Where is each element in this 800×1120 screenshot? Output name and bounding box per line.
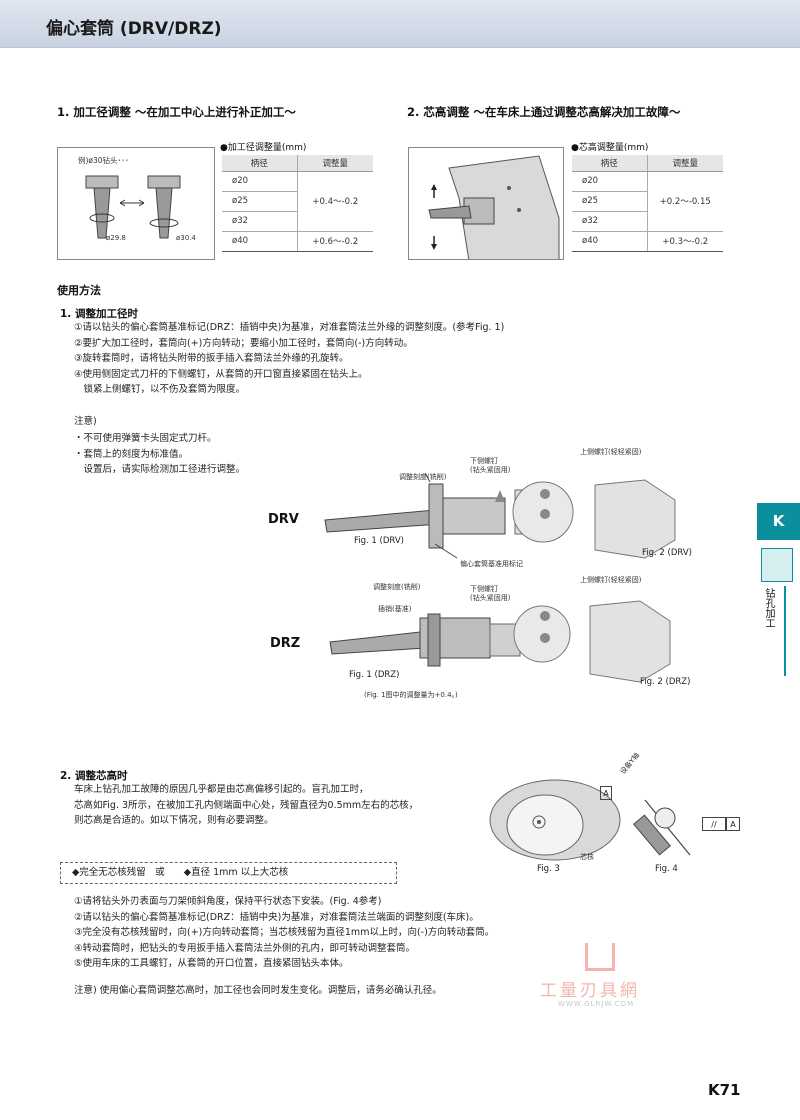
usage-step: ③旋转套筒时，请将钻头附带的扳手插入套筒法兰外缘的孔旋转。 [74, 353, 349, 364]
sec2-line: 芯高如Fig. 3所示，在被加工孔内侧端面中心处，残留直径为0.5mm左右的芯核… [74, 799, 419, 811]
usage-step: 锁紧上侧螺钉，以不伤及套筒为限度。 [74, 384, 246, 395]
page-number: K71 [708, 1081, 741, 1099]
notes: ・不可使用弹簧卡头固定式刀杆。 ・套筒上的刻度为标准值。 设置后，请实际检测加工… [74, 431, 374, 478]
diameter-adjust-table: 柄径 调整量 ø20 +0.4～-0.2 ø25 ø32 ø40 +0.6～-0… [222, 155, 373, 252]
drv-upper-screw: 上侧螺钉(轻轻紧固) [580, 448, 642, 456]
drz-pin-label: 插销(基准) [378, 605, 412, 613]
table2-header-adjust: 调整量 [647, 155, 723, 172]
condition-text: ◆完全无芯核残留 或 ◆直径 1mm 以上大芯核 [72, 867, 289, 878]
core-label: 芯核 [580, 853, 594, 861]
usage-title: 使用方法 [57, 284, 101, 297]
drv-label: DRV [268, 512, 299, 527]
drv-fig2: Fig. 2 (DRV) [642, 548, 692, 558]
drz-lower-screw-2: (钻头紧固用) [470, 594, 511, 602]
watermark-url: WWW.GLRJW.COM [558, 1000, 635, 1008]
table2-adjust: +0.3～-0.2 [647, 231, 723, 252]
example-label: 例)ø30钻头･･･ [78, 156, 129, 165]
table1-shank: ø40 [222, 231, 298, 252]
watermark-logo-icon [585, 943, 615, 971]
usage-sub1: 1. 调整加工径时 [60, 308, 138, 320]
table2-header-shank: 柄径 [572, 155, 648, 172]
drv-lower-screw-2: (钻头紧固用) [470, 466, 511, 474]
table1-shank: ø20 [222, 171, 298, 192]
sec2-step: ③完全没有芯核残留时，向(+)方向转动套筒；当芯核残留为直径1mm以上时，向(-… [74, 927, 495, 938]
drill-diagram [85, 175, 181, 239]
watermark-text: 工量刃具網 [540, 981, 640, 1001]
drv-fig1: Fig. 1 (DRV) [354, 536, 404, 546]
drv-scale-label: 调整刻度(铣削) [399, 473, 447, 481]
sec2-step: ②请以钻头的偏心套筒基准标记(DRZ：插销中央)为基准，对准套筒法兰端面的调整刻… [74, 911, 479, 923]
table2-shank: ø32 [572, 211, 648, 232]
sec2-steps: ①请将钻头外刃表面与刀架倾斜角度，保持平行状态下安装。(Fig. 4参考) ②请… [74, 894, 734, 972]
table2-shank: ø20 [572, 171, 648, 192]
usage-steps: ①请以钻头的偏心套筒基准标记(DRZ：插销中央)为基准，对准套筒法兰外缘的调整刻… [74, 320, 754, 398]
table1-adjust: +0.4～-0.2 [297, 171, 373, 232]
diameter-adjust-figure: 例)ø30钻头･･･ ø29.8 ø30.4 [57, 147, 215, 260]
drz-note: (Fig. 1图中的调整量为+0.4。) [364, 691, 458, 699]
drz-label: DRZ [270, 636, 301, 651]
note-item: ・不可使用弹簧卡头固定式刀杆。 [74, 433, 217, 444]
sec2-line: 车床上钻孔加工故障的原因几乎都是由芯高偏移引起的。盲孔加工时， [74, 784, 369, 795]
table1-shank: ø25 [222, 191, 298, 212]
condition-box [60, 862, 397, 884]
sec2-line: 则芯高是合适的。如以下情况，则有必要调整。 [74, 815, 274, 826]
drz-scale-label: 调整刻度(铣削) [373, 583, 421, 591]
table1-shank: ø32 [222, 211, 298, 232]
drz-lower-screw: 下侧螺钉 [470, 585, 498, 593]
sec2-note: 注意) 使用偏心套筒调整芯高时，加工径也会同时发生变化。调整后，请务必确认孔径。 [74, 985, 442, 996]
chapter-tab-k: K [757, 503, 800, 540]
usage-step: ④使用侧固定式刀杆的下侧螺钉，从套筒的开口窗直接紧固在钻头上。 [74, 368, 368, 380]
table2-adjust: +0.2～-0.15 [647, 171, 723, 232]
datum-a: A [600, 786, 612, 800]
drv-diagram [324, 472, 676, 559]
table2-shank: ø40 [572, 231, 648, 252]
sec2-step: ④转动套筒时，把钻头的专用扳手插入套筒法兰外侧的孔内，即可转动调整套筒。 [74, 942, 416, 954]
parallel-symbol: // [702, 817, 726, 831]
drz-upper-screw: 上侧螺钉(轻轻紧固) [580, 576, 642, 584]
drz-fig2: Fig. 2 (DRZ) [640, 677, 691, 687]
note-item: ・套筒上的刻度为标准值。 [74, 448, 189, 460]
center-height-table: 柄径 调整量 ø20 +0.2～-0.15 ø25 ø32 ø40 +0.3～-… [572, 155, 723, 252]
table2-shank: ø25 [572, 191, 648, 212]
sec2-title: 2. 调整芯高时 [60, 770, 128, 782]
drz-fig1: Fig. 1 (DRZ) [349, 670, 400, 680]
section1-title: 1. 加工径调整 ～在加工中心上进行补正加工～ [57, 105, 296, 119]
sec2-step: ⑤使用车床的工具螺钉，从套筒的开口位置，直接紧固钻头本体。 [74, 958, 349, 969]
fig3-fig4-diagram [489, 779, 691, 861]
sec2-text: 车床上钻孔加工故障的原因几乎都是由芯高偏移引起的。盲孔加工时， 芯高如Fig. … [74, 782, 494, 829]
table1-title: ●加工径调整量(mm) [220, 143, 307, 153]
chapter-label: 钻孔加工 [763, 588, 774, 628]
usage-step: ②要扩大加工径时，套筒向(+)方向转动；要缩小加工径时，套筒向(-)方向转动。 [74, 337, 413, 349]
note-item: 设置后，请实际检测加工径进行调整。 [74, 464, 246, 475]
usage-step: ①请以钻头的偏心套筒基准标记(DRZ：插销中央)为基准，对准套筒法兰外缘的调整刻… [74, 322, 505, 333]
table1-header-adjust: 调整量 [297, 155, 373, 172]
dim-right: ø30.4 [176, 234, 196, 242]
drv-mark-label: 偏心套筒基准用标记 [460, 560, 523, 568]
drz-diagram [329, 600, 671, 683]
table1-header-shank: 柄径 [222, 155, 298, 172]
page-header [0, 0, 800, 48]
table1-adjust: +0.6～-0.2 [297, 231, 373, 252]
fig4-label: Fig. 4 [655, 864, 678, 874]
sec2-step: ①请将钻头外刃表面与刀架倾斜角度，保持平行状态下安装。(Fig. 4参考) [74, 896, 382, 907]
side-accent-line [784, 586, 786, 676]
page-title: 偏心套筒 (DRV/DRZ) [46, 19, 222, 39]
fig3-label: Fig. 3 [537, 864, 560, 874]
table2-title: ●芯高调整量(mm) [571, 143, 649, 153]
parallel-datum: A [726, 817, 740, 831]
dim-left: ø29.8 [106, 234, 126, 242]
section2-title: 2. 芯高调整 ～在车床上通过调整芯高解决加工故障～ [407, 105, 681, 119]
note-title: 注意) [74, 416, 97, 427]
center-height-figure [408, 147, 564, 260]
drill-icon [761, 548, 793, 582]
drv-lower-screw: 下侧螺钉 [470, 457, 498, 465]
lathe-diagram [428, 155, 560, 259]
